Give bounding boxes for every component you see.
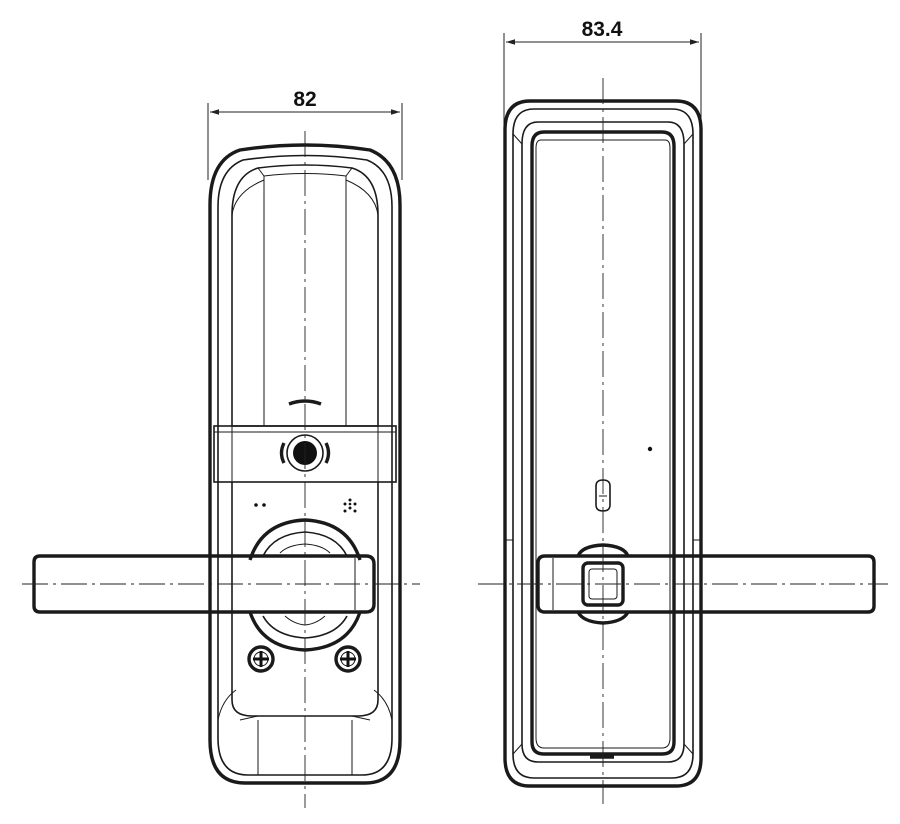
front-lever-handle [32,554,376,614]
back-recess [521,121,685,763]
back-width-dimension: 83.4 [503,18,702,125]
front-top-panel [231,164,379,427]
back-width-label: 83.4 [582,18,623,41]
back-body-outline [503,99,703,788]
back-handle-rosette [576,543,630,625]
front-body-inner-outline [217,154,393,776]
front-width-dimension: 82 [207,88,403,180]
back-view: 83.4 [478,18,888,804]
back-reset-hole [647,446,653,452]
front-indicator-dots [254,503,266,507]
front-body-outline [208,143,402,785]
back-inner-panel [530,130,676,756]
front-indicator-slot [288,399,322,406]
left-screw-icon [247,645,275,673]
front-view: 82 [22,88,420,808]
back-body-inner-outline [512,108,694,779]
back-key-slot [595,479,611,512]
right-screw-icon [334,645,362,673]
front-width-label: 82 [293,88,316,111]
speaker-grille-icon [343,498,357,513]
back-lever-handle [536,554,876,614]
